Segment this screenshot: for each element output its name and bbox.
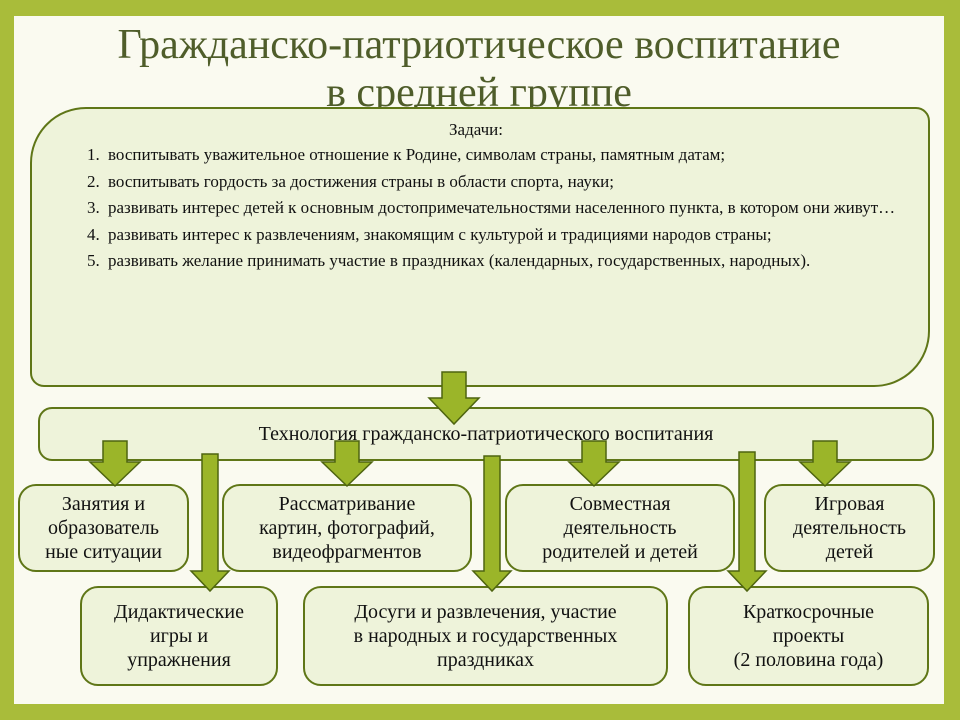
method-line: детей [825, 541, 874, 563]
method-box-joint-activity: Совместная деятельность родителей и дете… [505, 484, 735, 572]
tasks-list: воспитывать уважительное отношение к Род… [54, 143, 898, 274]
method-line: проекты [772, 625, 845, 647]
method-line: деятельность [793, 517, 906, 539]
arrow-to-game-activity [798, 440, 852, 488]
method-line: деятельность [563, 517, 677, 539]
arrow-to-joint-activity [567, 440, 621, 488]
method-line: упражнения [127, 649, 231, 671]
method-line: ные ситуации [45, 541, 162, 563]
method-box-leisure-holidays: Досуги и развлечения, участие в народных… [303, 586, 668, 686]
method-line: Дидактические [114, 601, 244, 623]
slide: Гражданско-патриотическое воспитание в с… [14, 16, 944, 704]
method-line: картин, фотографий, [259, 517, 435, 539]
method-line: родителей и детей [542, 541, 698, 563]
method-line: Рассматривание [278, 493, 416, 515]
method-line: видеофрагментов [272, 541, 422, 563]
method-line: Досуги и развлечения, участие [354, 601, 617, 623]
arrows-layer [88, 371, 852, 593]
arrow-to-lessons [88, 440, 142, 488]
arrow-to-short-projects [726, 451, 768, 593]
tasks-box: Задачи: воспитывать уважительное отношен… [30, 107, 930, 387]
task-item: развивать интерес детей к основным досто… [104, 196, 898, 221]
task-item: воспитывать гордость за достижения стран… [104, 170, 898, 195]
technology-label: Технология гражданско-патриотического во… [258, 423, 714, 445]
method-line: Занятия и [61, 493, 146, 515]
arrow-to-viewing [320, 440, 374, 488]
method-line: праздниках [437, 649, 534, 671]
method-box-short-projects: Краткосрочные проекты (2 половина года) [688, 586, 929, 686]
arrow-to-didactic-games [189, 453, 231, 593]
method-line: в народных и государственных [353, 625, 618, 647]
task-item: развивать интерес к развлечениям, знаком… [104, 223, 898, 248]
method-line: (2 половина года) [733, 649, 884, 671]
arrow-tasks-to-technology [427, 371, 481, 426]
task-item: развивать желание принимать участие в пр… [104, 249, 898, 274]
method-line: Совместная [569, 493, 671, 515]
method-line: Краткосрочные [742, 601, 875, 623]
method-box-lessons: Занятия и образователь ные ситуации [18, 484, 189, 572]
method-line: образователь [47, 517, 160, 539]
method-box-game-activity: Игровая деятельность детей [764, 484, 935, 572]
method-line: Игровая [814, 493, 885, 515]
method-box-didactic-games: Дидактические игры и упражнения [80, 586, 278, 686]
method-line: игры и [149, 625, 209, 647]
task-item: воспитывать уважительное отношение к Род… [104, 143, 898, 168]
tasks-heading: Задачи: [449, 120, 503, 139]
title-line-1: Гражданско-патриотическое воспитание [117, 22, 841, 68]
arrow-to-leisure-holidays [471, 455, 513, 593]
